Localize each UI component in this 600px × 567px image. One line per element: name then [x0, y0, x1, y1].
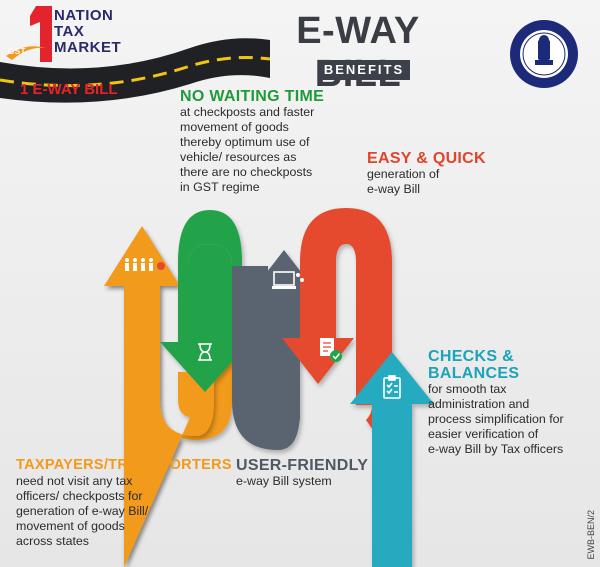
taxpayers-heading: TAXPAYERS/TRANSPORTERS	[16, 457, 232, 473]
no-waiting-line-6: in GST regime	[180, 180, 260, 194]
no-waiting-line-5: there are no checkposts	[180, 165, 313, 179]
no-waiting-line-3: thereby optimum use of	[180, 135, 310, 149]
no-waiting-block: NO WAITING TIME at checkposts and faster…	[180, 88, 380, 195]
taxpayers-line-5: across states	[16, 534, 89, 548]
no-waiting-heading: NO WAITING TIME	[180, 88, 325, 105]
taxpayers-line-4: movement of goods	[16, 519, 125, 533]
footer-code: EWB-BEN/2	[586, 510, 596, 560]
checks-block: CHECKS & BALANCES for smooth tax adminis…	[428, 348, 598, 457]
no-waiting-line-1: at checkposts and faster	[180, 105, 315, 119]
emblem-seal-icon	[510, 20, 578, 88]
checks-line-2: administration and	[428, 397, 530, 411]
taxpayers-line-1: need not visit any tax	[16, 474, 133, 488]
hourglass-icon	[198, 343, 212, 361]
nation-tax-market-logo: GST NATION TAX MARKET	[4, 4, 144, 76]
page-subtitle: BENEFITS	[318, 60, 410, 80]
document-check-icon	[320, 338, 342, 362]
checks-line-5: e-way Bill by Tax officers	[428, 442, 564, 456]
easy-quick-line-2: e-way Bill	[367, 182, 421, 196]
laptop-icon	[272, 271, 304, 289]
user-friendly-heading: USER-FRIENDLY	[236, 457, 369, 474]
logo-swoosh	[6, 46, 46, 60]
logo-word-1: NATION	[54, 7, 114, 24]
checks-heading-2: BALANCES	[428, 365, 520, 382]
checks-line-1: for smooth tax	[428, 382, 507, 396]
queue-icon	[125, 258, 165, 271]
checks-line-3: process simplification for	[428, 412, 564, 426]
clipboard-checklist-icon	[383, 375, 401, 399]
taxpayers-line-3: generation of e-way Bill/	[16, 504, 149, 518]
teal-arrow	[350, 352, 434, 567]
red-loop	[300, 208, 392, 380]
road-label: 1 E-WAY BILL	[20, 81, 118, 98]
no-waiting-line-4: vehicle/ resources as	[180, 150, 297, 164]
logo-one-mark	[30, 6, 52, 62]
green-arrow	[160, 244, 250, 392]
logo-badge: GST	[8, 47, 26, 56]
taxpayers-line-2: officers/ checkposts for	[16, 489, 143, 503]
orange-u	[104, 226, 214, 567]
logo-word-3: MARKET	[54, 39, 122, 56]
green-loop	[178, 210, 242, 342]
taxpayers-block: TAXPAYERS/TRANSPORTERS need not visit an…	[16, 457, 238, 549]
checks-heading-1: CHECKS &	[428, 348, 514, 365]
user-friendly-block: USER-FRIENDLY e-way Bill system	[236, 457, 386, 489]
checks-line-4: easier verification of	[428, 427, 539, 441]
logo-word-2: TAX	[54, 23, 85, 40]
user-friendly-line-1: e-way Bill system	[236, 474, 332, 488]
easy-quick-heading: EASY & QUICK	[367, 150, 486, 167]
no-waiting-line-2: movement of goods	[180, 120, 289, 134]
easy-quick-line-1: generation of	[367, 167, 440, 181]
easy-quick-block: EASY & QUICK generation of e-way Bill	[367, 150, 517, 197]
road-graphic	[0, 38, 270, 103]
red-arrow	[282, 300, 354, 384]
